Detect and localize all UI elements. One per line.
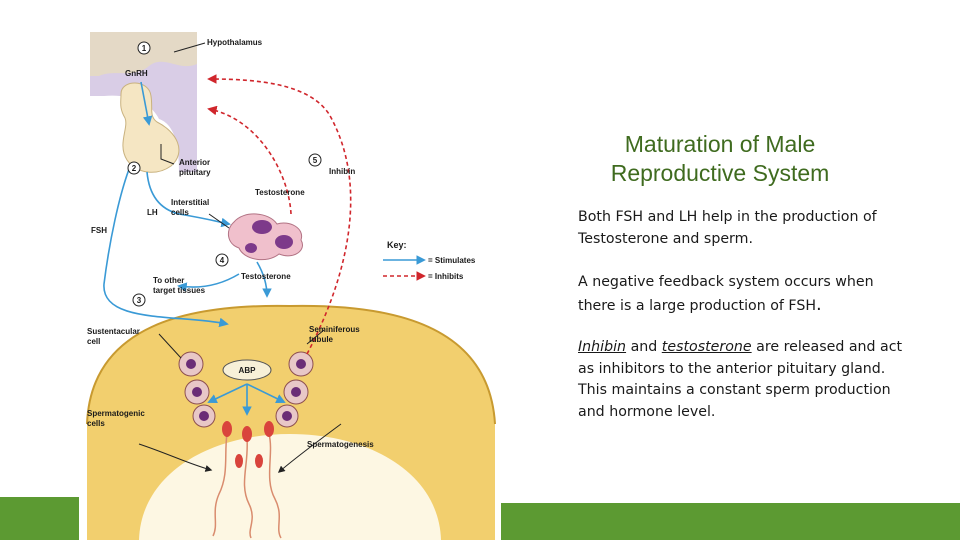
svg-text:5: 5 (313, 156, 318, 165)
label-inhibin: Inhibin (329, 167, 355, 176)
abp-label: ABP (239, 366, 257, 375)
label-seminiferous-1: Seminiferous (309, 325, 360, 334)
testosterone-link[interactable]: testosterone (662, 339, 752, 355)
bottom-accent-bar-left (0, 497, 79, 540)
paragraph-negative-feedback: A negative feedback system occurs when t… (578, 272, 908, 317)
male-reproductive-feedback-diagram: ABP (79, 24, 501, 540)
paragraph-inhibitors-and: and (626, 339, 662, 355)
label-fsh: FSH (91, 226, 107, 235)
diagram-key: Key: = Stimulates = Inhibits (383, 240, 476, 281)
label-sustentacular-2: cell (87, 337, 100, 346)
key-stimulates: = Stimulates (428, 256, 476, 265)
key-inhibits: = Inhibits (428, 272, 464, 281)
paragraph-negative-feedback-end: . (816, 294, 822, 315)
svg-text:3: 3 (137, 296, 142, 305)
slide-title: Maturation of Male Reproductive System (560, 130, 880, 188)
paragraph-inhibitors: Inhibin and testosterone are released an… (578, 337, 908, 423)
label-seminiferous-2: tubule (309, 335, 334, 344)
key-title: Key: (387, 240, 407, 250)
slide-title-line1: Maturation of Male (560, 130, 880, 159)
label-interstitial-1: Interstitial (171, 198, 209, 207)
label-hypothalamus: Hypothalamus (207, 38, 263, 47)
label-testosterone-top: Testosterone (255, 188, 305, 197)
diagram-canvas: ABP (79, 24, 501, 540)
label-anterior-1: Anterior (179, 158, 210, 167)
label-gnrh: GnRH (125, 69, 148, 78)
svg-text:4: 4 (220, 256, 225, 265)
label-testosterone-mid: Testosterone (241, 272, 291, 281)
label-anterior-2: pituitary (179, 168, 211, 177)
paragraph-fsh-lh: Both FSH and LH help in the production o… (578, 207, 908, 250)
label-lh: LH (147, 208, 158, 217)
interstitial-cells (228, 214, 302, 260)
label-sustentacular-1: Sustentacular (87, 327, 140, 336)
label-interstitial-2: cells (171, 208, 189, 217)
svg-text:1: 1 (142, 44, 147, 53)
bottom-accent-bar-right (501, 503, 960, 540)
label-spermatogenesis: Spermatogenesis (307, 440, 374, 449)
svg-text:2: 2 (132, 164, 137, 173)
slide-title-line2: Reproductive System (560, 159, 880, 188)
label-spermatogenic-2: cells (87, 419, 105, 428)
label-other-targets-2: target tissues (153, 286, 206, 295)
label-spermatogenic-1: Spermatogenic (87, 409, 145, 418)
paragraph-negative-feedback-text: A negative feedback system occurs when t… (578, 274, 874, 314)
label-other-targets-1: To other (153, 276, 184, 285)
inhibin-link[interactable]: Inhibin (578, 339, 626, 355)
